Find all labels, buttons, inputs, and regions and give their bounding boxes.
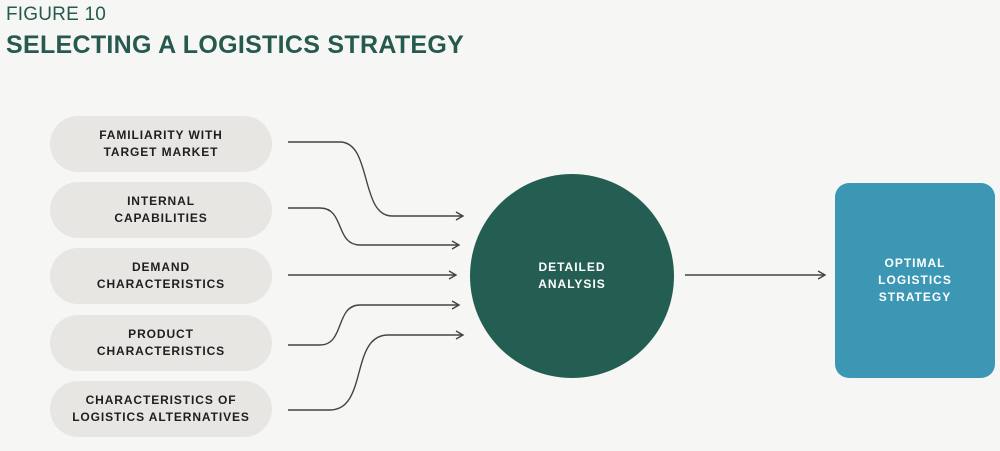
input-label: CHARACTERISTICS OF LOGISTICS ALTERNATIVE… [72, 393, 250, 424]
arrow-product [288, 300, 461, 346]
input-familiarity-with-target-market: FAMILIARITY WITH TARGET MARKET [50, 116, 272, 172]
output-label: OPTIMAL LOGISTICS STRATEGY [878, 256, 952, 304]
detailed-analysis-node: DETAILED ANALYSIS [470, 174, 674, 378]
input-internal-capabilities: INTERNAL CAPABILITIES [50, 182, 272, 238]
figure-label: FIGURE 10 [6, 4, 106, 25]
input-label: DEMAND CHARACTERISTICS [96, 260, 226, 291]
input-label: INTERNAL CAPABILITIES [114, 194, 208, 225]
process-label: DETAILED ANALYSIS [538, 260, 606, 291]
optimal-strategy-node: OPTIMAL LOGISTICS STRATEGY [835, 183, 995, 378]
input-logistics-alternatives: CHARACTERISTICS OF LOGISTICS ALTERNATIVE… [50, 381, 272, 437]
arrow-familiarity [288, 141, 465, 221]
input-label: FAMILIARITY WITH TARGET MARKET [99, 128, 223, 159]
arrow-internal [288, 207, 461, 250]
figure-title: SELECTING A LOGISTICS STRATEGY [6, 31, 465, 59]
input-product-characteristics: PRODUCT CHARACTERISTICS [50, 315, 272, 371]
input-demand-characteristics: DEMAND CHARACTERISTICS [50, 248, 272, 304]
arrow-characteristics [288, 330, 465, 411]
input-label: PRODUCT CHARACTERISTICS [96, 327, 226, 358]
